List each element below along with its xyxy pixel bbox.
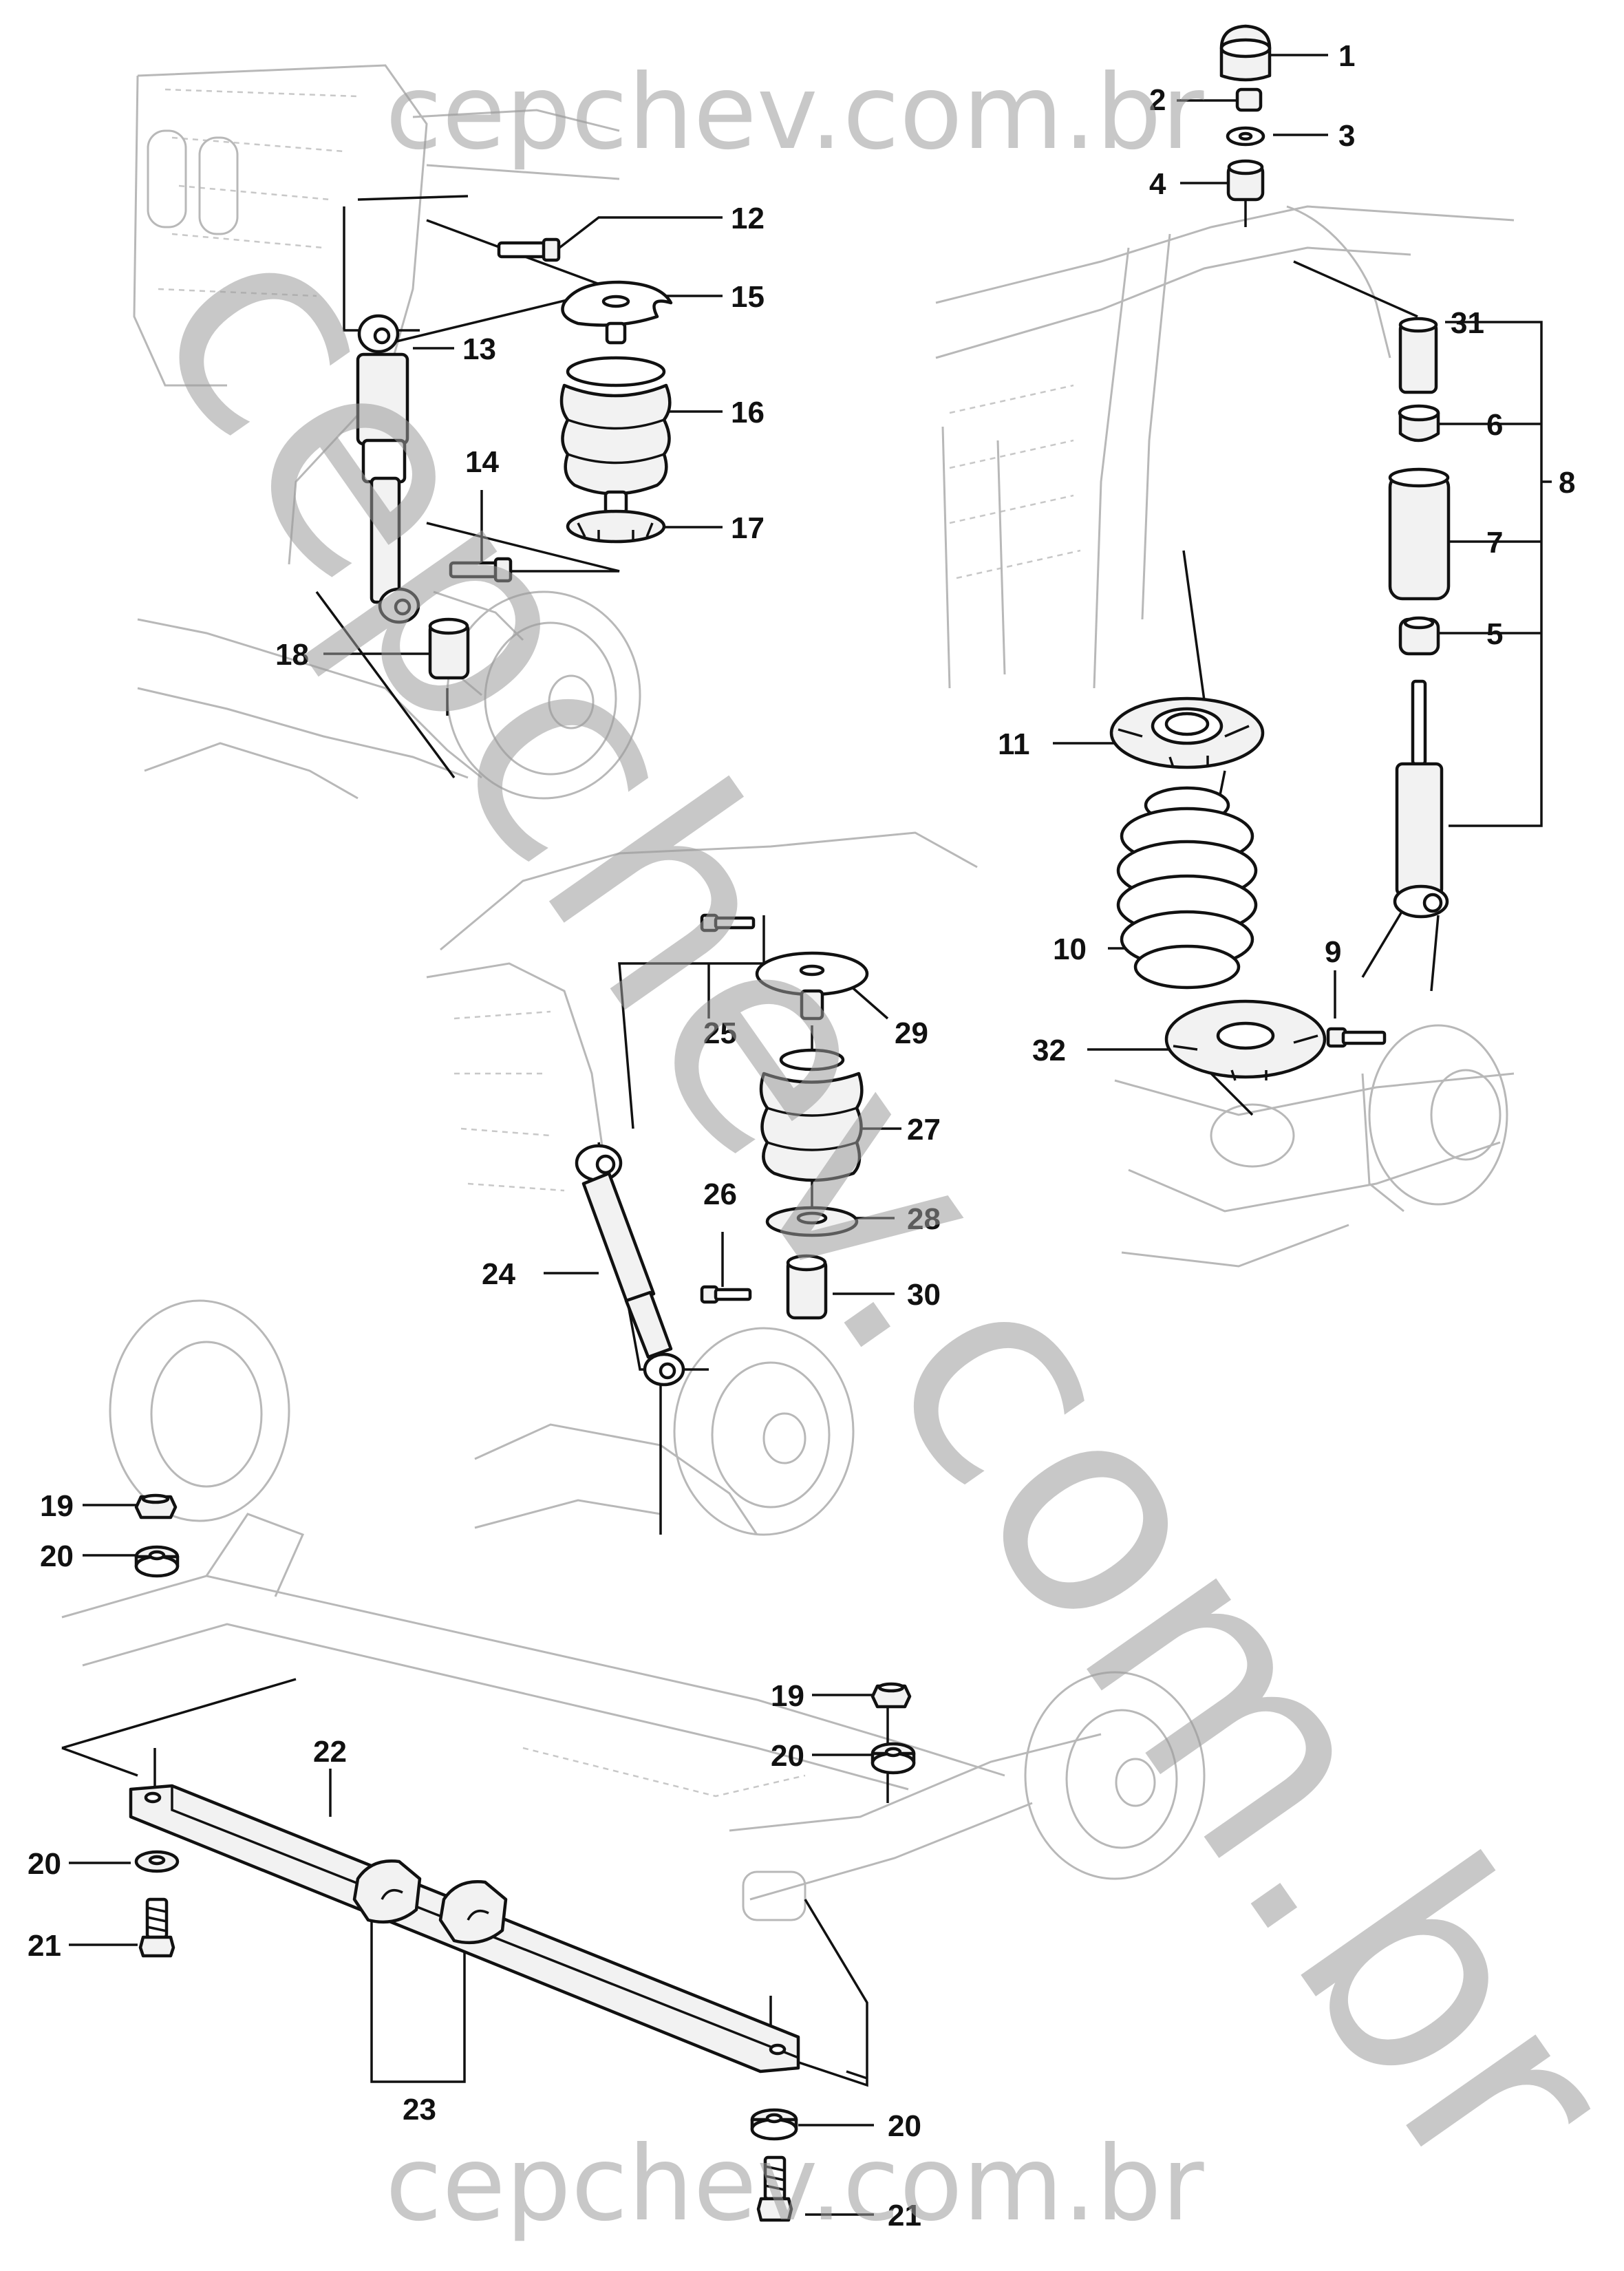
sleeve-part-31 bbox=[1398, 317, 1438, 394]
callout-2: 2 bbox=[1149, 83, 1166, 117]
bushing-part-18 bbox=[428, 617, 470, 680]
bushing-part-6 bbox=[1398, 404, 1440, 443]
callout-11: 11 bbox=[998, 727, 1030, 761]
callout-5: 5 bbox=[1486, 617, 1503, 651]
callout-19-left: 19 bbox=[40, 1489, 74, 1523]
spring-pad-part-32 bbox=[1164, 999, 1327, 1081]
washer-part-20-right-lower bbox=[750, 2108, 798, 2141]
callout-20-right-upper: 20 bbox=[771, 1739, 804, 1773]
leader-lines bbox=[61, 54, 1552, 2216]
clamp-part-23-left bbox=[352, 1859, 422, 1924]
bushing-part-4 bbox=[1226, 159, 1265, 202]
bump-stop-part-5 bbox=[1398, 616, 1440, 656]
callout-16: 16 bbox=[731, 396, 765, 429]
callout-15: 15 bbox=[731, 280, 765, 314]
callout-7: 7 bbox=[1486, 526, 1503, 559]
washer-part-20-left-upper bbox=[134, 1545, 180, 1578]
bolt-part-9 bbox=[1326, 1027, 1387, 1048]
callout-28: 28 bbox=[907, 1202, 941, 1236]
nut-part-19-left bbox=[134, 1493, 178, 1520]
bolt-part-12 bbox=[497, 237, 561, 262]
shock-absorber-part-13 bbox=[356, 314, 420, 624]
bolt-part-25 bbox=[700, 913, 756, 932]
callout-3: 3 bbox=[1338, 119, 1355, 153]
callout-20-right-lower: 20 bbox=[888, 2109, 921, 2143]
callout-20-left-lower: 20 bbox=[28, 1847, 61, 1881]
watermarks: cepchev.com.br cepchev.com.br cepchev.co… bbox=[88, 53, 1624, 2244]
callout-20-left-upper: 20 bbox=[40, 1539, 74, 1573]
callout-26: 26 bbox=[703, 1177, 737, 1211]
bolt-part-14 bbox=[449, 557, 513, 583]
callout-23: 23 bbox=[403, 2093, 436, 2126]
cap-part-1 bbox=[1219, 24, 1272, 82]
callout-1: 1 bbox=[1338, 39, 1355, 73]
callout-9: 9 bbox=[1325, 935, 1341, 969]
callout-12: 12 bbox=[731, 202, 765, 235]
washer-part-20-left-lower bbox=[134, 1850, 180, 1873]
washer-part-3 bbox=[1226, 126, 1265, 147]
callout-24: 24 bbox=[482, 1257, 515, 1291]
callout-25: 25 bbox=[703, 1016, 737, 1050]
callout-labels: 1 2 3 4 12 15 13 16 14 17 18 31 6 8 7 5 … bbox=[28, 39, 1575, 2232]
spring-pad-part-28 bbox=[765, 1206, 859, 1237]
callout-31: 31 bbox=[1451, 306, 1484, 340]
bolt-part-21-left bbox=[138, 1897, 175, 1958]
ghost-axle-lower bbox=[61, 1299, 1206, 1921]
shock-absorber-part-24 bbox=[575, 1144, 685, 1387]
callout-32: 32 bbox=[1032, 1034, 1066, 1067]
spring-seat-part-15 bbox=[561, 280, 673, 345]
dust-boot-part-7 bbox=[1388, 467, 1451, 601]
spring-seat-part-11 bbox=[1109, 696, 1265, 769]
bump-stop-part-16 bbox=[559, 356, 672, 495]
callout-29: 29 bbox=[895, 1016, 928, 1050]
watermark-bottom: cepchev.com.br bbox=[385, 2124, 1204, 2244]
nut-part-19-right bbox=[870, 1682, 912, 1709]
bushing-part-30 bbox=[786, 1254, 828, 1320]
callout-19-right: 19 bbox=[771, 1679, 804, 1713]
clamp-part-23-right bbox=[438, 1880, 508, 1945]
coil-spring-part-10 bbox=[1116, 786, 1258, 990]
callout-6: 6 bbox=[1486, 408, 1503, 442]
shock-absorber-part-8 bbox=[1393, 679, 1449, 919]
callout-8: 8 bbox=[1559, 466, 1575, 500]
callout-17: 17 bbox=[731, 511, 765, 545]
callout-22: 22 bbox=[313, 1735, 347, 1769]
ghost-body-upper-left bbox=[133, 64, 641, 800]
callout-21-right: 21 bbox=[888, 2199, 921, 2232]
callout-27: 27 bbox=[907, 1113, 941, 1147]
bolt-part-26 bbox=[700, 1285, 752, 1304]
callout-13: 13 bbox=[462, 332, 496, 366]
washer-part-20-right-upper bbox=[870, 1742, 916, 1775]
bolt-part-21-right bbox=[756, 2155, 793, 2222]
watermark-top: cepchev.com.br bbox=[385, 53, 1204, 173]
spring-seat-part-29 bbox=[755, 951, 869, 1021]
spring-pad-part-17 bbox=[566, 490, 666, 544]
ghost-body-upper-right bbox=[935, 205, 1515, 1268]
nut-part-2 bbox=[1235, 87, 1263, 112]
callout-14: 14 bbox=[465, 445, 499, 479]
callout-4: 4 bbox=[1149, 167, 1166, 201]
callout-10: 10 bbox=[1053, 932, 1087, 966]
callout-30: 30 bbox=[907, 1278, 941, 1312]
callout-21-left: 21 bbox=[28, 1929, 61, 1963]
callout-18: 18 bbox=[275, 638, 309, 672]
bump-stop-part-27 bbox=[759, 1048, 864, 1182]
